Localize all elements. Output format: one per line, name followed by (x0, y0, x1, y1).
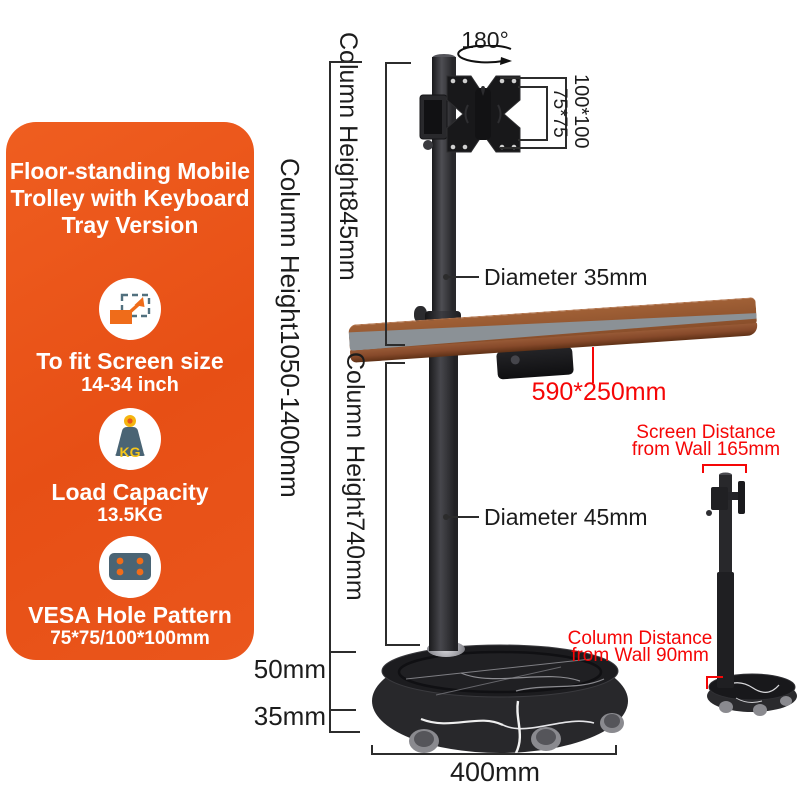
side-view-stand (702, 464, 797, 716)
vesa-outer-bracket-top (500, 77, 567, 79)
column-distance-label: Column Distance from Wall 90mm (556, 628, 724, 666)
callout-line-lower (446, 516, 479, 518)
screen-distance-bracket (702, 464, 747, 473)
side-caster-wheel (753, 704, 767, 716)
panel-title-line2: Trolley with Keyboard (10, 185, 250, 211)
tray-size-leader (592, 347, 594, 383)
vesa-plate (419, 75, 521, 153)
bracket-845 (385, 62, 387, 346)
diameter-upper-label: Diameter 35mm (484, 264, 648, 290)
load-capacity-icon: KG (99, 408, 161, 470)
panel-title-line1: Floor-standing Mobile (9, 158, 251, 184)
side-vesa-plate (738, 481, 745, 514)
callout-line-upper (446, 276, 479, 278)
column-distance-line2: from Wall 90mm (571, 645, 709, 666)
rotation-arrow-icon (457, 45, 512, 65)
tick-base-bottom (329, 731, 360, 733)
diameter-lower-label: Diameter 45mm (484, 504, 648, 530)
bracket-total (329, 61, 331, 733)
column-height-total: Column Height1050-1400mm (275, 158, 305, 498)
screen-distance-line2: from Wall 165mm (631, 439, 781, 460)
screen-size-label: To fit Screen size (36, 348, 224, 374)
wheel-height-label: 35mm (253, 701, 326, 731)
side-caster-wheel (780, 696, 792, 706)
vesa-outer-bracket-bottom (500, 147, 567, 149)
screen-size-value: 14-34 inch (81, 374, 179, 396)
panel-title-line3: Tray Version (61, 212, 199, 238)
base-diameter-tick-left (371, 745, 373, 755)
feature-panel: Floor-standing Mobile Trolley with Keybo… (6, 122, 254, 660)
vesa-outer-bracket-side (565, 77, 567, 149)
base-diameter-label: 400mm (449, 757, 541, 787)
column-distance-bracket (706, 676, 723, 689)
screen-distance-line1: Screen Distance (636, 422, 776, 443)
vesa-inner-bracket-side (546, 86, 548, 141)
base-diameter-tick-right (615, 745, 617, 755)
vesa-pattern-icon (99, 536, 161, 598)
vesa-inner-size: 75*75 (549, 88, 570, 138)
screen-distance-label: Screen Distance from Wall 165mm (620, 422, 792, 460)
panel-title: Floor-standing Mobile Trolley with Keybo… (6, 158, 254, 239)
base-height-label: 50mm (253, 654, 326, 684)
tick-base-top (329, 651, 356, 653)
bracket-total-tick-top (329, 61, 362, 63)
vesa-inner-bracket-top (518, 86, 548, 88)
bracket-845-tick-bottom (385, 344, 405, 346)
vesa-pattern-value: 75*75/100*100mm (50, 628, 210, 649)
base-diameter-line (371, 753, 617, 755)
lower-column (429, 330, 458, 651)
column-height-740: Column Height740mm (341, 352, 369, 601)
bracket-740-tick-bottom (385, 644, 420, 646)
tray-size-label: 590*250mm (531, 378, 667, 406)
bracket-740 (385, 362, 387, 646)
side-caster-wheel (719, 701, 733, 713)
kg-badge: KG (119, 444, 141, 460)
vesa-pattern-label: VESA Hole Pattern (28, 602, 232, 628)
bracket-740-tick-top (385, 362, 405, 364)
load-capacity-label: Load Capacity (51, 479, 209, 505)
column-height-845: Column Height845mm (334, 32, 362, 281)
load-capacity-value: 13.5KG (97, 505, 163, 526)
bracket-845-tick-top (385, 62, 411, 64)
tick-base-mid (329, 709, 356, 711)
screen-size-icon (99, 278, 161, 340)
vesa-inner-bracket-bottom (518, 139, 548, 141)
column-distance-line1: Column Distance (567, 628, 713, 649)
rotation-label: 180° (461, 27, 509, 53)
side-vesa-clamp (711, 487, 728, 510)
vesa-outer-size: 100*100 (570, 74, 592, 149)
marble-base (372, 644, 628, 754)
